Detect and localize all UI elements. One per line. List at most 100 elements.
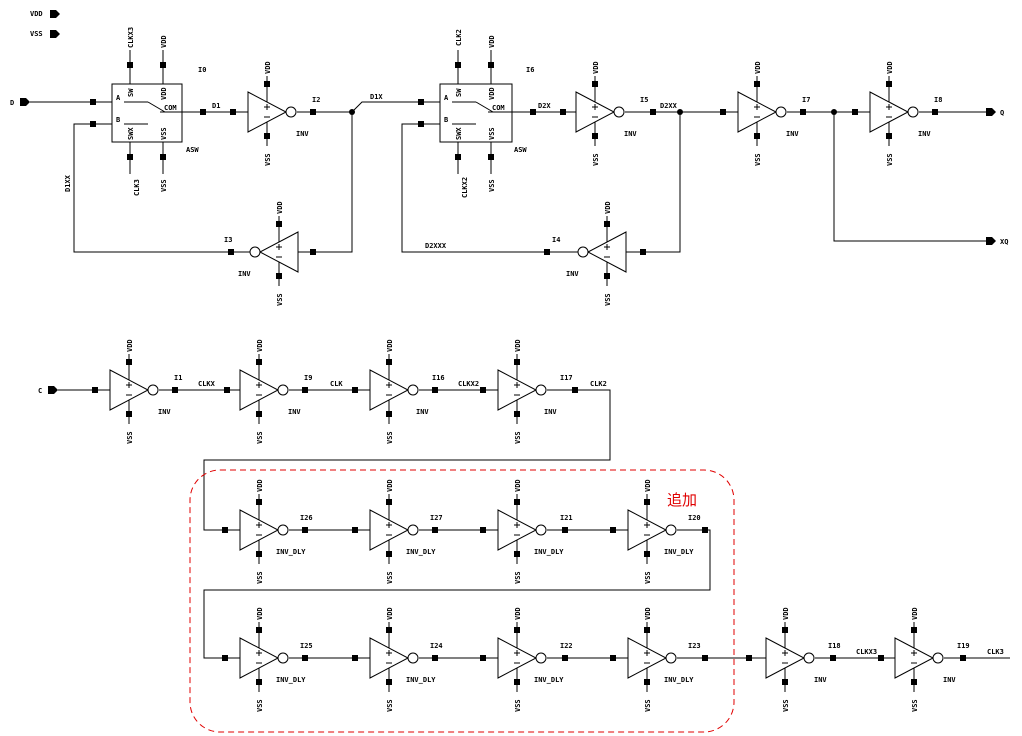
inverter-i23-vss: VSS	[644, 699, 652, 712]
inverter-i2: I2 INV VDD VSS	[247, 61, 320, 166]
inverter-i23-cell: INV_DLY	[664, 676, 694, 684]
inverter-i23-id: I23	[688, 642, 701, 650]
inverter-i18-id: I18	[828, 642, 841, 650]
switch-i6-bottom-vss: VSS	[488, 179, 496, 192]
switch-i0-cell: ASW	[186, 146, 199, 154]
inverter-i18-cell: INV	[814, 676, 827, 684]
inverter-i19-vdd: VDD	[911, 607, 919, 620]
inverter-i22-vss: VSS	[514, 699, 522, 712]
switch-i6-pin-a: A	[444, 94, 449, 102]
inverter-i25-vss: VSS	[256, 699, 264, 712]
inverter-i26-vdd: VDD	[256, 479, 264, 492]
inverter-i7-id: I7	[802, 96, 810, 104]
inverter-i8: I8 INV VDD VSS	[869, 61, 942, 166]
switch-i6-pin-vdd: VDD	[488, 87, 496, 100]
inverter-i21-cell: INV_DLY	[534, 548, 564, 556]
switch-i0-pin-com: COM	[164, 104, 177, 112]
switch-i6-ctrl-top: CLK2	[455, 29, 463, 46]
inverter-i16-vdd: VDD	[386, 339, 394, 352]
inverter-i20-vss: VSS	[644, 571, 652, 584]
switch-i0-top-vdd: VDD	[160, 35, 168, 48]
net-label-clk: CLK	[330, 380, 343, 388]
input-d-port-icon	[20, 98, 30, 106]
inverter-i25-cell: INV_DLY	[276, 676, 306, 684]
inverter-i22-cell: INV_DLY	[534, 676, 564, 684]
inverter-i5-cell: INV	[624, 130, 637, 138]
inverter-i7-cell: INV	[786, 130, 799, 138]
inverter-i1: I1 INV VDD VSS	[109, 339, 182, 444]
inverter-i1-vdd: VDD	[126, 339, 134, 352]
inverter-i4-id: I4	[552, 236, 560, 244]
switch-i0-pin-a: A	[116, 94, 121, 102]
switch-i0-pin-vdd: VDD	[160, 87, 168, 100]
inverter-i27-cell: INV_DLY	[406, 548, 436, 556]
inverter-i26-cell: INV_DLY	[276, 548, 306, 556]
inverter-i16-cell: INV	[416, 408, 429, 416]
inverter-i3-vdd: VDD	[276, 201, 284, 214]
inverter-i2-id: I2	[312, 96, 320, 104]
switch-i6-pin-swx: SWX	[455, 127, 463, 140]
inverter-i27-id: I27	[430, 514, 443, 522]
inverter-i18: I18 INV VDD VSS	[765, 607, 841, 712]
output-clk3-label: CLK3	[987, 648, 1004, 656]
switch-i6-pin-b: B	[444, 116, 448, 124]
inverter-i27-vss: VSS	[386, 571, 394, 584]
vdd-port-icon	[50, 10, 60, 18]
inverter-i25-id: I25	[300, 642, 313, 650]
switch-i0-pin-vss: VSS	[160, 127, 168, 140]
switch-i6-cell: ASW	[514, 146, 527, 154]
inverter-i19-vss: VSS	[911, 699, 919, 712]
io-ports: D C Q XQ CLK3	[10, 98, 1008, 656]
supply-vdd-label: VDD	[30, 10, 43, 18]
inverter-i18-vdd: VDD	[782, 607, 790, 620]
output-q-label: Q	[1000, 109, 1004, 117]
inverter-i1-id: I1	[174, 374, 182, 382]
switch-i0-id: I0	[198, 66, 206, 74]
inverter-i17-vss: VSS	[514, 431, 522, 444]
net-label-d2xx: D2XX	[660, 102, 678, 110]
inverter-i27: I27 INV_DLY VDD VSS	[369, 479, 443, 584]
inverter-i20: I20 INV_DLY VDD VSS	[627, 479, 701, 584]
inverter-i7-vdd: VDD	[754, 61, 762, 74]
inverter-i9-vdd: VDD	[256, 339, 264, 352]
inverter-i19-id: I19	[957, 642, 970, 650]
inverter-i20-cell: INV_DLY	[664, 548, 694, 556]
inverter-i16: I16 INV VDD VSS	[369, 339, 445, 444]
inverter-i19-cell: INV	[943, 676, 956, 684]
inverter-i5-id: I5	[640, 96, 648, 104]
inverter-i4-vss: VSS	[604, 293, 612, 306]
inverter-i21: I21 INV_DLY VDD VSS	[497, 479, 573, 584]
added-section-outline	[189, 469, 735, 733]
inverter-i2-vdd: VDD	[264, 61, 272, 74]
inverter-i4: I4 INV VDD VSS	[552, 201, 627, 306]
inverter-i20-id: I20	[688, 514, 701, 522]
switch-i6-pin-vss: VSS	[488, 127, 496, 140]
inverter-i8-vdd: VDD	[886, 61, 894, 74]
inverter-i20-vdd: VDD	[644, 479, 652, 492]
inverter-i8-cell: INV	[918, 130, 931, 138]
inverter-i16-id: I16	[432, 374, 445, 382]
inverter-i17-cell: INV	[544, 408, 557, 416]
inverter-i21-id: I21	[560, 514, 573, 522]
switch-i6: A B COM SW VDD SWX VSS CLK2 VDD CLKX2 VS…	[439, 29, 534, 198]
switch-i6-pin-com: COM	[492, 104, 505, 112]
switch-i0-pin-sw: SW	[127, 88, 135, 97]
switch-i6-ctrl-bottom: CLKX2	[461, 177, 469, 198]
switch-i6-pin-sw: SW	[455, 88, 463, 97]
supply-vss-label: VSS	[30, 30, 43, 38]
inverter-i2-vss: VSS	[264, 153, 272, 166]
net-label-d1: D1	[212, 102, 220, 110]
net-label-clkx: CLKX	[198, 380, 216, 388]
switch-i0-ctrl-bottom: CLK3	[133, 179, 141, 196]
vss-port-icon	[50, 30, 60, 38]
inverter-i21-vss: VSS	[514, 571, 522, 584]
switch-i0-ctrl-top: CLKX3	[127, 27, 135, 48]
added-annotation-label: 追加	[667, 491, 697, 509]
switch-i6-id: I6	[526, 66, 534, 74]
inverter-i1-vss: VSS	[126, 431, 134, 444]
inverter-i16-vss: VSS	[386, 431, 394, 444]
inverter-i18-vss: VSS	[782, 699, 790, 712]
inverter-i9-cell: INV	[288, 408, 301, 416]
inverter-i4-vdd: VDD	[604, 201, 612, 214]
inverter-i22-id: I22	[560, 642, 573, 650]
